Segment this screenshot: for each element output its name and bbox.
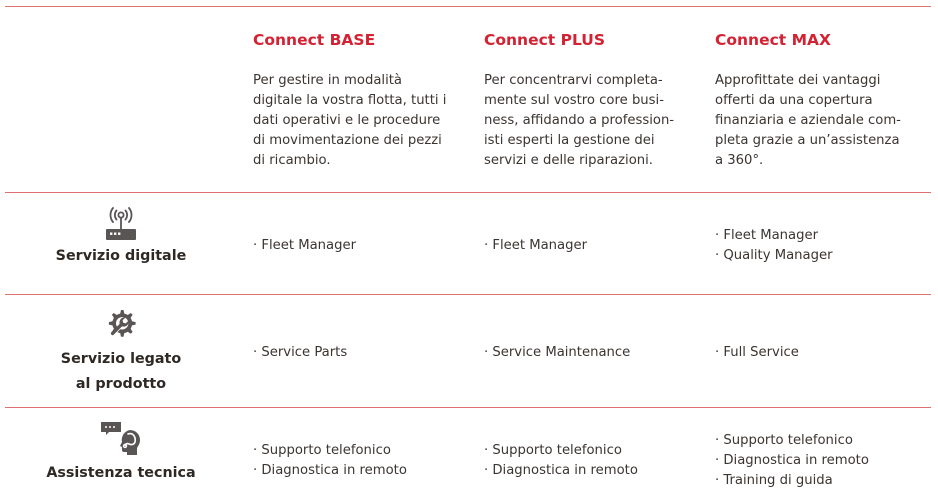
description-line: a 360°. — [715, 153, 764, 168]
feature-item: · Diagnostica in remoto — [253, 463, 407, 478]
plan-column-plus: Connect PLUS Per concentrarvi completa- … — [484, 30, 694, 171]
plan-title: Connect PLUS — [484, 31, 606, 49]
feature-item: · Quality Manager — [715, 248, 833, 263]
description-line: Per concentrarvi completa- — [484, 73, 663, 88]
label-line: Assistenza tecnica — [46, 465, 196, 481]
description-line: di movimentazione dei pezzi — [253, 133, 442, 148]
divider-after-product — [5, 407, 931, 408]
feature-item: · Diagnostica in remoto — [715, 453, 869, 468]
plan-column-max: Connect MAX Approfittate dei vantaggi of… — [715, 30, 925, 171]
cell-product-plus: · Service Maintenance — [484, 343, 630, 363]
feature-item: · Training di guida — [715, 473, 833, 488]
cell-support-base: · Supporto telefonico · Diagnostica in r… — [253, 441, 407, 481]
label-line: al prodotto — [75, 376, 167, 392]
cell-support-plus: · Supporto telefonico · Diagnostica in r… — [484, 441, 638, 481]
row-label-text: Servizio legato al prodotto — [0, 347, 242, 397]
description-line: isti esperti la gestione dei — [484, 133, 655, 148]
row-label-technical-support: Assistenza tecnica — [0, 421, 242, 486]
description-line: Per gestire in modalità — [253, 73, 402, 88]
plan-title: Connect BASE — [253, 31, 376, 49]
description-line: dati operativi e le procedure — [253, 113, 441, 128]
feature-item: · Fleet Manager — [715, 228, 819, 243]
cell-support-max: · Supporto telefonico · Diagnostica in r… — [715, 431, 869, 491]
description-line: pleta grazie a un’assistenza — [715, 133, 900, 148]
description-line: ness, affidando a profession- — [484, 113, 675, 128]
feature-item: · Diagnostica in remoto — [484, 463, 638, 478]
row-label-digital-service: Servizio digitale — [0, 207, 242, 269]
label-line: Servizio digitale — [55, 248, 187, 264]
description-line: offerti da una copertura — [715, 93, 873, 108]
feature-item: · Fleet Manager — [253, 238, 357, 253]
feature-item: · Service Maintenance — [484, 345, 631, 360]
cell-digital-max: · Fleet Manager · Quality Manager — [715, 226, 833, 266]
description-line: servizi e delle riparazioni. — [484, 153, 653, 168]
feature-item: · Service Parts — [253, 345, 348, 360]
description-line: finanziaria e aziendale com- — [715, 113, 901, 128]
divider-after-digital — [5, 294, 931, 295]
router-wifi-icon — [106, 207, 136, 240]
label-line: Servizio legato — [60, 351, 182, 367]
row-label-text: Assistenza tecnica — [0, 461, 242, 486]
description-line: digitale la vostra flotta, tutti i — [253, 93, 447, 108]
plan-description: Per concentrarvi completa- mente sul vos… — [484, 71, 694, 171]
row-label-product-service: Servizio legato al prodotto — [0, 308, 242, 397]
plan-description: Per gestire in modalità digitale la vost… — [253, 71, 463, 171]
feature-item: · Supporto telefonico — [253, 443, 391, 458]
feature-item: · Supporto telefonico — [484, 443, 622, 458]
divider-top — [5, 6, 931, 7]
plan-column-base: Connect BASE Per gestire in modalità dig… — [253, 30, 463, 171]
description-line: Approfittate dei vantaggi — [715, 73, 881, 88]
description-line: di ricambio. — [253, 153, 331, 168]
cell-digital-plus: · Fleet Manager — [484, 236, 587, 256]
plan-description: Approfittate dei vantaggi offerti da una… — [715, 71, 925, 171]
divider-after-header — [5, 192, 931, 193]
cell-product-base: · Service Parts — [253, 343, 347, 363]
gear-wrench-icon — [108, 310, 136, 337]
cell-product-max: · Full Service — [715, 343, 799, 363]
headset-support-icon — [101, 422, 140, 455]
feature-item: · Supporto telefonico — [715, 433, 853, 448]
description-line: mente sul vostro core busi- — [484, 93, 664, 108]
cell-digital-base: · Fleet Manager — [253, 236, 356, 256]
feature-item: · Full Service — [715, 345, 799, 360]
feature-item: · Fleet Manager — [484, 238, 588, 253]
plan-title: Connect MAX — [715, 31, 831, 49]
row-label-text: Servizio digitale — [0, 244, 242, 269]
